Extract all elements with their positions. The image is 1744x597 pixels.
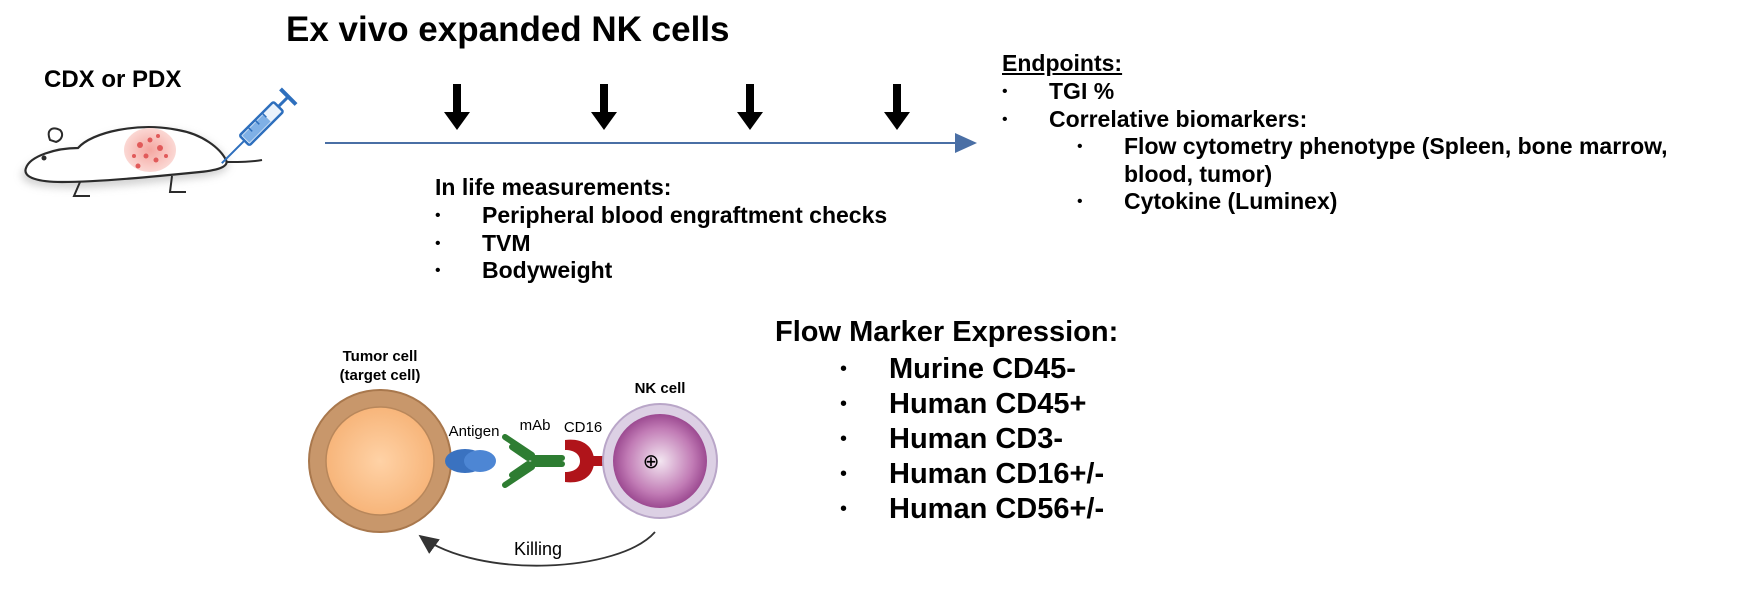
dose-arrow-1-icon [444, 84, 470, 130]
antigen-icon [445, 449, 496, 473]
mouse-icon [21, 126, 263, 197]
list-item: • Human CD3- [840, 422, 1104, 457]
dose-arrow-3-icon [737, 84, 763, 130]
list-item: • TVM [435, 230, 887, 258]
endpoint-item-text: TGI % [1049, 78, 1115, 104]
bullet-icon: • [435, 262, 441, 279]
endpoint-item-text: Correlative biomarkers: [1049, 105, 1308, 132]
bullet-icon: • [1077, 193, 1083, 210]
bullet-icon: • [435, 234, 441, 252]
bullet-icon: • [1002, 83, 1008, 100]
endpoints-list: • TGI % • Correlative biomarkers: • Flow cy… [1002, 78, 1668, 216]
flow-marker-text: Human CD3- [889, 423, 1064, 455]
flow-marker-list: • Murine CD45- • Human CD45+ • Human CD3- •… [840, 352, 1104, 527]
nk-cell-label: NK cell [635, 380, 686, 397]
flow-marker-text: Murine CD45- [889, 353, 1076, 385]
mab-label: mAb [520, 417, 551, 434]
bullet-icon: • [840, 498, 848, 520]
flow-marker-text: Human CD56+/- [889, 493, 1105, 525]
list-item-continuation: blood, tumor) [1002, 161, 1668, 189]
killing-arrow [418, 531, 656, 567]
endpoints-heading: Endpoints: [1002, 50, 1123, 76]
list-item: • Peripheral blood engraftment checks [435, 202, 887, 230]
list-item: • Human CD16+/- [840, 457, 1104, 492]
flow-marker-text: Human CD45+ [889, 388, 1087, 420]
nk-cell [602, 403, 718, 519]
flow-marker-text: Human CD16+/- [889, 458, 1105, 490]
cd16-receptor-icon [565, 439, 606, 483]
bullet-icon: • [840, 428, 848, 450]
list-item: • Bodyweight [435, 257, 887, 285]
list-item: • TGI % [1002, 78, 1668, 106]
tumor-cell-label-line1: Tumor cell [343, 348, 418, 365]
list-item: • Human CD56+/- [840, 492, 1104, 527]
endpoint-subitem-text: blood, tumor) [1124, 160, 1273, 187]
model-label: CDX or PDX [44, 66, 182, 93]
list-item: • Flow cytometry phenotype (Spleen, bone … [1002, 133, 1668, 161]
flow-marker-heading: Flow Marker Expression: [775, 316, 1119, 348]
diagram-title: Ex vivo expanded NK cells [286, 10, 730, 49]
killing-label: Killing [514, 539, 562, 559]
in-life-item-text: Peripheral blood engraftment checks [482, 202, 888, 228]
list-item: • Correlative biomarkers: [1002, 106, 1668, 134]
in-life-item-text: Bodyweight [482, 257, 613, 283]
syringe-icon [221, 87, 298, 164]
endpoint-subitem-text: Cytokine (Luminex) [1124, 188, 1338, 214]
in-life-item-text: TVM [482, 229, 531, 256]
bullet-icon: • [840, 463, 848, 485]
endpoint-subitem-text: Flow cytometry phenotype (Spleen, bone m… [1124, 133, 1668, 159]
bullet-icon: • [840, 393, 848, 415]
bullet-icon: • [1077, 138, 1083, 155]
bullet-icon: • [435, 207, 441, 224]
bullet-icon: • [840, 358, 848, 380]
dose-arrow-2-icon [591, 84, 617, 130]
antigen-label: Antigen [449, 423, 500, 440]
list-item: • Human CD45+ [840, 387, 1104, 422]
tumor-cell [308, 389, 452, 533]
in-life-heading: In life measurements: [435, 174, 672, 200]
list-item: • Murine CD45- [840, 352, 1104, 387]
tumor-cell-label-line2: (target cell) [340, 367, 421, 384]
activation-plus-icon: ⊕ [643, 449, 660, 473]
dose-arrow-4-icon [884, 84, 910, 130]
antibody-icon [502, 434, 565, 488]
in-life-list: • Peripheral blood engraftment checks • TV… [435, 202, 887, 285]
list-item: • Cytokine (Luminex) [1002, 188, 1668, 216]
cd16-label: CD16 [564, 419, 602, 436]
bullet-icon: • [1002, 110, 1008, 128]
